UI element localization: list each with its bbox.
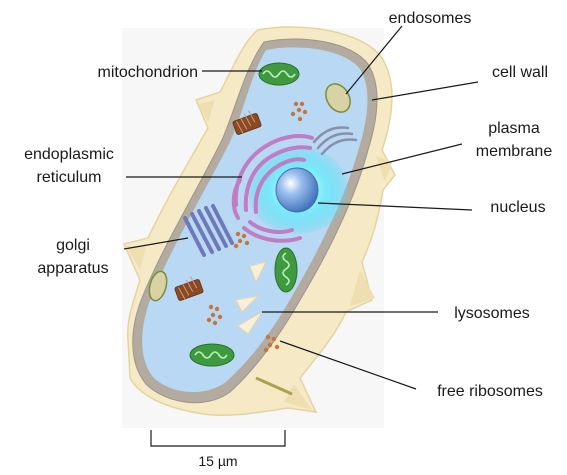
label-golgi-apparatus-line1: golgi [56, 237, 90, 254]
label-plasma-membrane-line1: plasma [488, 120, 540, 137]
mitochondrion [190, 344, 234, 366]
label-golgi-apparatus-line2: apparatus [37, 260, 108, 277]
label-lysosomes: lysosomes [454, 305, 530, 322]
label-plasma-membrane-line2: membrane [476, 143, 553, 160]
label-cell-wall: cell wall [492, 64, 548, 81]
scale-bar: 15 µm [151, 430, 285, 469]
label-nucleus: nucleus [490, 199, 545, 216]
mitochondrion [275, 248, 297, 292]
label-endoplasmic-reticulum-line2: reticulum [37, 169, 102, 186]
mitochondrion [259, 63, 299, 85]
label-free-ribosomes: free ribosomes [437, 383, 543, 400]
label-mitochondrion: mitochondrion [98, 64, 199, 81]
label-endoplasmic-reticulum-line1: endoplasmic [24, 146, 114, 163]
label-endosomes: endosomes [389, 10, 472, 27]
scale-bar-label: 15 µm [198, 453, 237, 469]
